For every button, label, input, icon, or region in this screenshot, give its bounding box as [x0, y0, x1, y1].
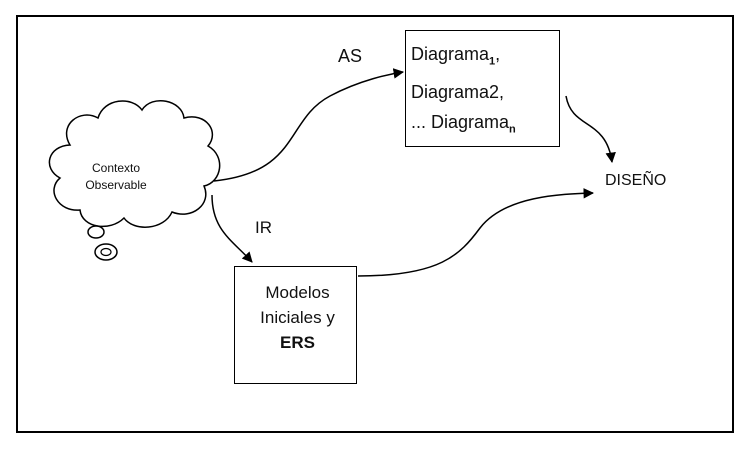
cloud-bubble-large	[87, 225, 105, 239]
cloud-shape	[48, 100, 221, 261]
arrow-ir	[211, 194, 253, 263]
cloud-label-line2: Observable	[85, 178, 147, 192]
diagram-frame	[16, 15, 734, 433]
arrow-to-diseno-from-diagramas	[565, 95, 616, 164]
edge-label-as: AS	[338, 46, 363, 66]
diagramas-line1: Diagrama1,	[411, 44, 501, 68]
node-modelos-iniciales: Modelos Iniciales y ERS	[234, 266, 357, 384]
edge-label-ir: IR	[255, 218, 272, 237]
cloud-label: Contexto Observable	[60, 160, 172, 194]
arrow-to-diseno-from-modelos	[357, 188, 595, 277]
modelos-line2: Iniciales y	[260, 308, 335, 327]
arrow-as	[213, 68, 405, 182]
cloud-label-line1: Contexto	[91, 161, 141, 175]
node-diagramas: Diagrama1, Diagrama2, ... Diagraman	[405, 30, 560, 147]
modelos-line1: Modelos	[265, 283, 330, 302]
diagramas-line2: Diagrama2,	[411, 81, 505, 102]
modelos-line3: ERS	[280, 333, 315, 352]
cloud-bubble-ring	[94, 243, 118, 261]
node-diseno: DISEÑO	[605, 172, 667, 189]
diagramas-line3: ... Diagraman	[411, 111, 516, 136]
